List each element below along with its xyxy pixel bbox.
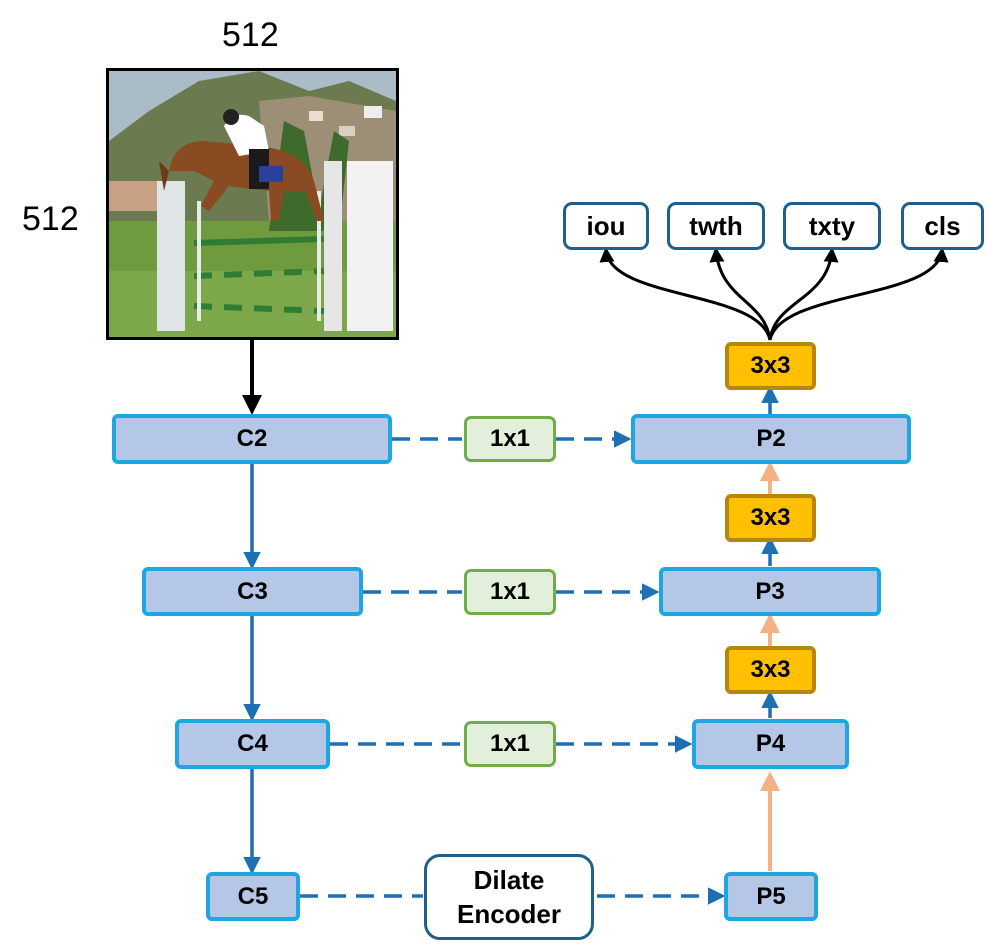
head-to-twth-arrow (709, 247, 772, 341)
c3-block: C3 (142, 567, 363, 616)
head-iou: iou (563, 202, 649, 250)
c4-block: C4 (175, 719, 330, 769)
dilate-encoder-block: Dilate Encoder (424, 854, 594, 940)
conv-3x3-p3-to-p2: 3x3 (725, 494, 816, 542)
p4-block: P4 (692, 719, 849, 769)
dilate-encoder-line1: Dilate (473, 865, 545, 895)
head-conv-3x3: 3x3 (725, 342, 816, 390)
head-to-cls-arrow (768, 247, 949, 341)
input-image (106, 68, 399, 340)
head-txty: txty (783, 202, 881, 250)
lateral-1x1-c2: 1x1 (464, 416, 556, 462)
c2-block: C2 (112, 414, 392, 464)
input-height-label: 512 (22, 200, 79, 238)
conv-3x3-p4-to-p3: 3x3 (725, 646, 816, 694)
p2-block: P2 (631, 414, 911, 464)
lateral-1x1-c4: 1x1 (464, 721, 556, 767)
head-cls: cls (901, 202, 984, 250)
head-to-txty-arrow (768, 247, 839, 341)
p5-block: P5 (724, 872, 818, 921)
head-to-iou-arrow (599, 247, 772, 341)
p3-block: P3 (659, 567, 881, 616)
c5-block: C5 (206, 872, 300, 921)
head-twth: twth (667, 202, 765, 250)
lateral-1x1-c3: 1x1 (464, 569, 556, 615)
input-width-label: 512 (222, 16, 279, 54)
dilate-encoder-line2: Encoder (456, 899, 562, 929)
